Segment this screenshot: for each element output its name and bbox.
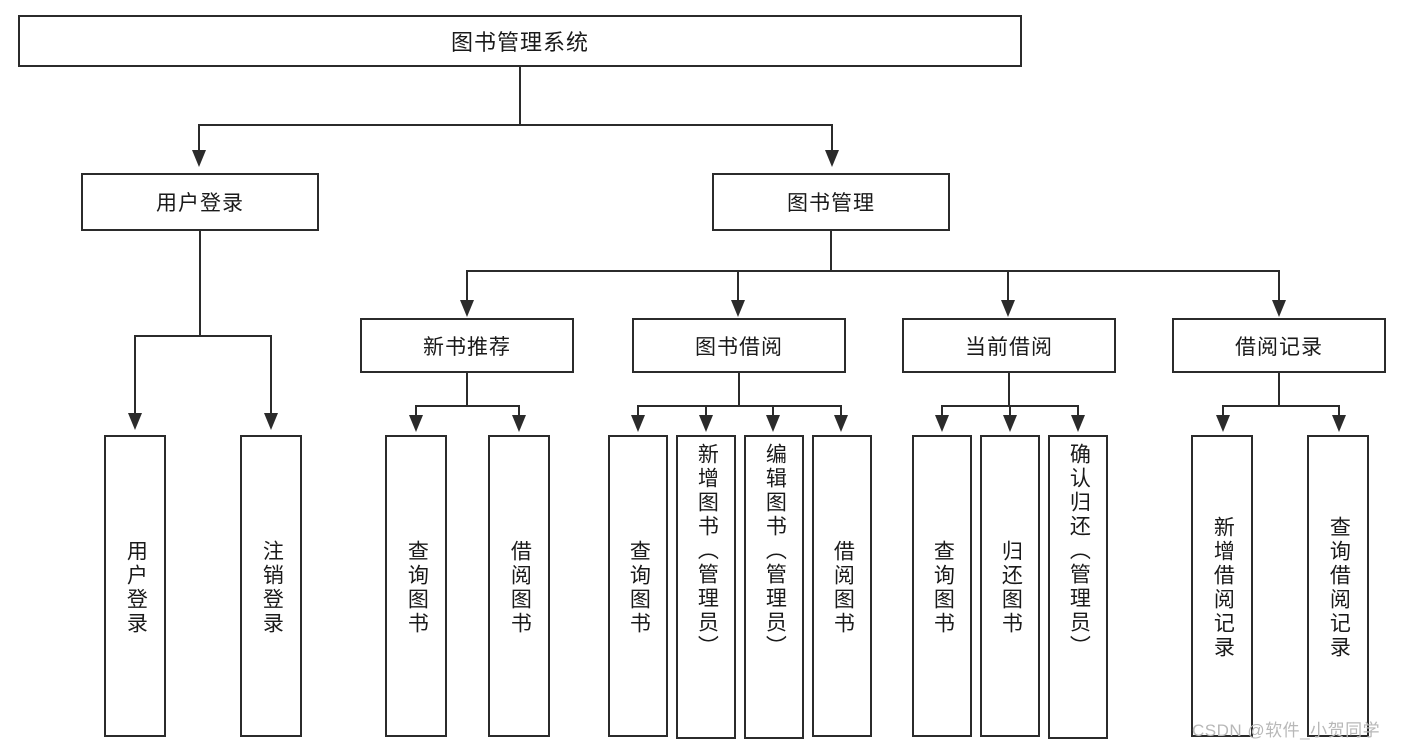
arrowhead-bb-leaf-1 — [631, 415, 645, 432]
node-borrow-record[interactable]: 借阅记录 — [1172, 318, 1386, 373]
connector-bb-leaf-1 — [637, 405, 639, 417]
watermark-text: CSDN @软件_小贺同学 — [1192, 721, 1381, 740]
connector-bb-stem — [738, 373, 740, 406]
leaf-cb-return-book[interactable]: 归还图书 — [980, 435, 1040, 737]
connector-root-to-user-login — [198, 124, 200, 152]
connector-br-stem — [1278, 373, 1280, 406]
leaf-bb-borrow-book[interactable]: 借阅图书 — [812, 435, 872, 737]
node-book-borrow[interactable]: 图书借阅 — [632, 318, 846, 373]
leaf-user-login[interactable]: 用户登录 — [104, 435, 166, 737]
leaf-bb-add-book-admin[interactable]: 新增图书（管理员） — [676, 435, 736, 739]
arrowhead-bb-leaf-2 — [699, 415, 713, 432]
arrowhead-br-leaf-2 — [1332, 415, 1346, 432]
node-current-borrow[interactable]: 当前借阅 — [902, 318, 1116, 373]
leaf-br-add-record[interactable]: 新增借阅记录 — [1191, 435, 1253, 737]
connector-cb-leaf-3 — [1077, 405, 1079, 417]
connector-user-login-leaf-1 — [134, 335, 136, 415]
node-label: 当前借阅 — [965, 335, 1053, 359]
leaf-label: 查询图书 — [405, 540, 429, 636]
node-book-management[interactable]: 图书管理 — [712, 173, 950, 231]
arrowhead-leaf-logout — [264, 413, 278, 430]
leaf-label: 借阅图书 — [508, 540, 532, 636]
node-label: 图书管理 — [787, 192, 875, 215]
node-root-book-management-system[interactable]: 图书管理系统 — [18, 15, 1022, 67]
leaf-label: 查询图书 — [931, 540, 955, 636]
arrowhead-current-borrow — [1001, 300, 1015, 317]
node-new-book-recommend[interactable]: 新书推荐 — [360, 318, 574, 373]
arrowhead-borrow-record — [1272, 300, 1286, 317]
leaf-logout[interactable]: 注销登录 — [240, 435, 302, 737]
node-label: 图书管理系统 — [450, 30, 589, 55]
connector-br-leaf-1 — [1222, 405, 1224, 417]
connector-br-leaf-2 — [1338, 405, 1340, 417]
arrowhead-leaf-user-login — [128, 413, 142, 430]
connector-bb-leaf-3 — [772, 405, 774, 417]
leaf-label: 用户登录 — [124, 540, 148, 636]
connector-root-to-book-management — [831, 124, 833, 152]
leaf-bb-query-book[interactable]: 查询图书 — [608, 435, 668, 737]
connector-cb-leaf-2 — [1009, 405, 1011, 417]
arrowhead-nbr-leaf-1 — [409, 415, 423, 432]
connector-user-login-bus — [134, 335, 272, 337]
arrowhead-cb-leaf-3 — [1071, 415, 1085, 432]
connector-user-login-leaf-2 — [270, 335, 272, 415]
node-user-login[interactable]: 用户登录 — [81, 173, 319, 231]
arrowhead-bb-leaf-4 — [834, 415, 848, 432]
leaf-bb-edit-book-admin[interactable]: 编辑图书（管理员） — [744, 435, 804, 739]
connector-cb-stem — [1008, 373, 1010, 406]
connector-nbr-leaf-2 — [518, 405, 520, 417]
connector-user-login-stem — [199, 231, 201, 336]
leaf-cb-confirm-return-admin[interactable]: 确认归还（管理员） — [1048, 435, 1108, 739]
node-label: 借阅记录 — [1235, 335, 1323, 359]
connector-bm-to-new-book — [466, 270, 468, 302]
arrowhead-nbr-leaf-2 — [512, 415, 526, 432]
leaf-label: 新增借阅记录 — [1211, 516, 1235, 660]
arrowhead-book-borrow — [731, 300, 745, 317]
connector-bm-to-borrow-record — [1278, 270, 1280, 302]
connector-nbr-bus — [415, 405, 520, 407]
connector-bb-bus — [637, 405, 842, 407]
connector-root-bus — [198, 124, 832, 126]
connector-cb-leaf-1 — [941, 405, 943, 417]
connector-nbr-stem — [466, 373, 468, 406]
arrowhead-user-login — [192, 150, 206, 167]
leaf-label: 新增图书（管理员） — [695, 443, 719, 659]
node-label: 用户登录 — [156, 192, 244, 215]
leaf-nbr-borrow-book[interactable]: 借阅图书 — [488, 435, 550, 737]
leaf-label: 注销登录 — [260, 540, 284, 636]
connector-bm-to-current-borrow — [1007, 270, 1009, 302]
arrowhead-cb-leaf-1 — [935, 415, 949, 432]
arrowhead-book-management — [825, 150, 839, 167]
node-label: 图书借阅 — [695, 335, 783, 359]
connector-nbr-leaf-1 — [415, 405, 417, 417]
leaf-label: 查询借阅记录 — [1327, 516, 1351, 660]
connector-bb-leaf-4 — [840, 405, 842, 417]
leaf-label: 借阅图书 — [831, 540, 855, 636]
arrowhead-cb-leaf-2 — [1003, 415, 1017, 432]
arrowhead-br-leaf-1 — [1216, 415, 1230, 432]
connector-bm-to-book-borrow — [737, 270, 739, 302]
leaf-label: 查询图书 — [627, 540, 651, 636]
connector-book-management-bus — [466, 270, 1280, 272]
node-label: 新书推荐 — [423, 335, 511, 359]
arrowhead-bb-leaf-3 — [766, 415, 780, 432]
connector-bb-leaf-2 — [705, 405, 707, 417]
leaf-label: 确认归还（管理员） — [1067, 443, 1091, 659]
leaf-nbr-query-book[interactable]: 查询图书 — [385, 435, 447, 737]
arrowhead-new-book-recommend — [460, 300, 474, 317]
leaf-cb-query-book[interactable]: 查询图书 — [912, 435, 972, 737]
leaf-label: 归还图书 — [999, 540, 1023, 636]
leaf-label: 编辑图书（管理员） — [763, 443, 787, 659]
leaf-br-query-record[interactable]: 查询借阅记录 — [1307, 435, 1369, 737]
connector-br-bus — [1222, 405, 1340, 407]
connector-book-management-stem — [830, 231, 832, 271]
connector-root-stem — [519, 67, 521, 125]
